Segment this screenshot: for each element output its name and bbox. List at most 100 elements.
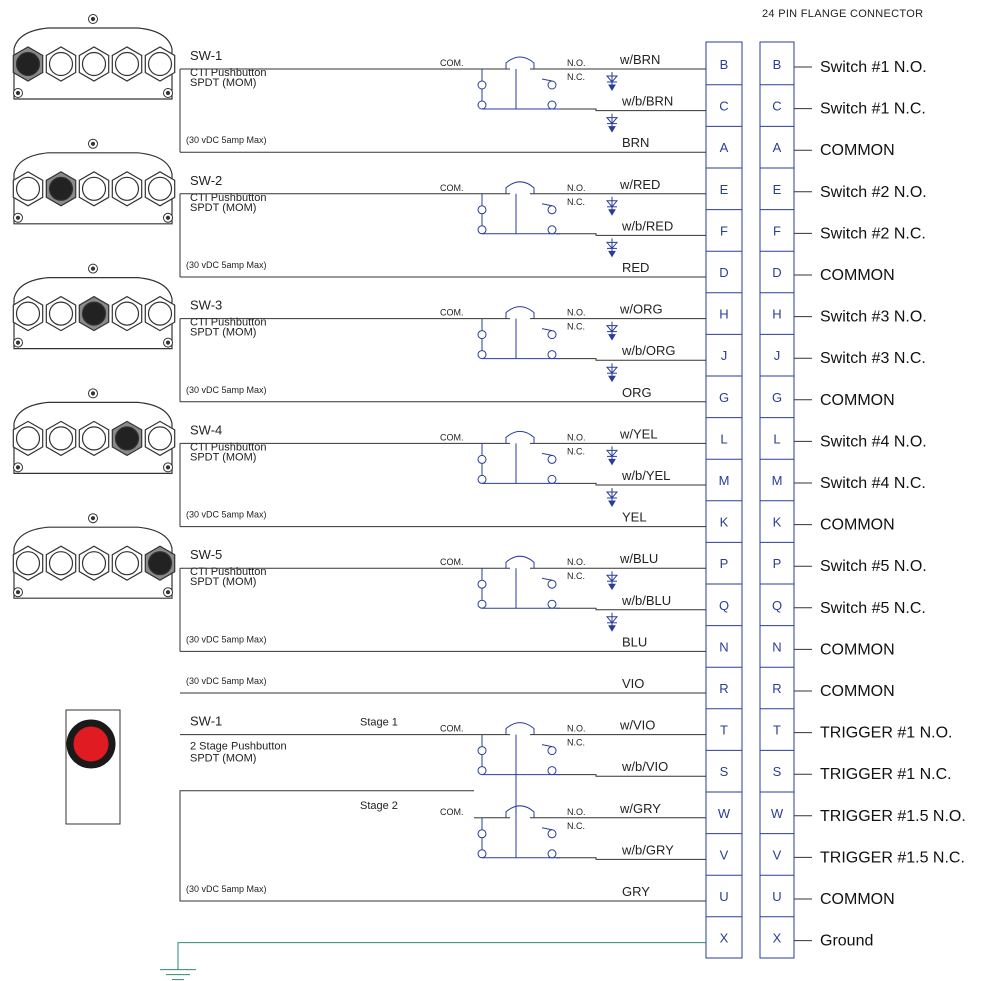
contact-right-bottom xyxy=(547,225,557,235)
nc-label: N.C. xyxy=(567,322,585,332)
pin-description: COMMON xyxy=(820,641,895,658)
no-wire-label: w/BLU xyxy=(619,551,658,566)
wiper xyxy=(541,328,553,332)
pin-label-left: F xyxy=(720,223,728,238)
diode-body xyxy=(605,75,619,83)
pin-label-right: E xyxy=(773,182,782,197)
connector-left-block xyxy=(705,41,743,959)
button-cap xyxy=(15,51,41,77)
button-cap xyxy=(114,301,140,326)
nc-wire xyxy=(560,233,706,236)
button-cap xyxy=(15,301,41,326)
button-cap xyxy=(48,301,74,326)
contact-right-bottom xyxy=(547,766,557,776)
trigger-bottom-rating: (30 vDC 5amp Max) xyxy=(186,884,267,894)
pushbutton-icon xyxy=(78,420,110,457)
pin-description: COMMON xyxy=(820,683,895,700)
stage1-nc-wire-label: w/b/VIO xyxy=(621,759,668,774)
pin-description: Switch #2 N.O. xyxy=(820,184,927,201)
pin-label-right: U xyxy=(772,889,781,904)
connector-right-block xyxy=(759,41,795,959)
pin-label-left: B xyxy=(720,57,729,72)
connector-title: 24 PIN FLANGE CONNECTOR xyxy=(762,8,923,20)
com-label: COM. xyxy=(440,58,464,68)
stage2-com-label: COM. xyxy=(440,807,464,817)
diode-arrow xyxy=(608,583,616,591)
screw-inner xyxy=(165,465,171,470)
pin-label-right: T xyxy=(773,723,781,738)
pin-label-left: V xyxy=(720,847,729,862)
pin-label-left: T xyxy=(720,723,728,738)
pin-label-left: R xyxy=(719,681,728,696)
diode-arrow xyxy=(608,250,616,258)
pushbutton-icon xyxy=(12,545,44,581)
screw-icon xyxy=(13,587,23,598)
button-cap xyxy=(48,426,74,451)
com-wire-label: BLU xyxy=(622,634,647,649)
diode-no xyxy=(605,446,619,466)
button-cap xyxy=(81,551,107,576)
button-panel-icon xyxy=(12,513,176,599)
com-label: COM. xyxy=(440,308,464,318)
stage2-label: Stage 2 xyxy=(360,800,398,812)
plunger-arch xyxy=(505,181,535,194)
diode-nc xyxy=(605,238,619,258)
pin-label-left: U xyxy=(719,889,728,904)
pushbutton-icon xyxy=(45,295,77,332)
pushbutton-icon xyxy=(12,171,44,207)
pin-label-left: J xyxy=(721,348,728,363)
pushbutton-icon xyxy=(144,295,176,332)
pin-description: COMMON xyxy=(820,267,895,284)
com-label: COM. xyxy=(440,183,464,193)
switch-title: SW-4 xyxy=(190,422,222,437)
diode-no xyxy=(605,72,619,91)
spdt-contact xyxy=(477,56,560,110)
no-label: N.O. xyxy=(567,557,586,567)
plunger-arch xyxy=(505,722,535,735)
stage2-contact xyxy=(477,805,560,859)
screw-icon xyxy=(88,138,98,149)
com-wire-label: ORG xyxy=(622,385,652,400)
pin-label-right: Q xyxy=(772,598,782,613)
trigger-top-rating: (30 vDC 5amp Max) xyxy=(186,676,267,686)
pin-description: Switch #1 N.C. xyxy=(820,101,926,118)
screw-inner xyxy=(90,266,96,271)
com-wire-label: YEL xyxy=(622,510,647,525)
diode-nc xyxy=(605,113,619,133)
pin-description: COMMON xyxy=(820,517,895,534)
nc-wire-label: w/b/RED xyxy=(621,218,673,233)
pin-description: Switch #1 N.O. xyxy=(820,59,927,76)
nc-label: N.C. xyxy=(567,72,585,82)
contact-left-bottom xyxy=(477,599,487,609)
button-cap xyxy=(147,301,173,326)
screw-inner xyxy=(15,340,21,345)
stage1-no-label: N.O. xyxy=(567,724,586,734)
diode-arrow xyxy=(608,84,616,91)
pin-description: Switch #3 N.O. xyxy=(820,309,927,326)
pin-label-right: B xyxy=(773,57,782,72)
wiper xyxy=(541,744,553,748)
gry-wire xyxy=(179,790,706,902)
nc-wire-label: w/b/BRN xyxy=(621,94,673,109)
button-panel-icon xyxy=(12,263,176,350)
screw-icon xyxy=(13,88,23,98)
screw-icon xyxy=(88,513,98,524)
pushbutton-icon xyxy=(111,545,143,581)
screw-inner xyxy=(90,16,96,22)
pin-description: Ground xyxy=(820,933,873,950)
pin-label-right: D xyxy=(772,265,781,280)
no-wire-label: w/ORG xyxy=(619,302,663,317)
button-cap xyxy=(15,551,41,576)
screw-icon xyxy=(88,388,98,399)
diode-no xyxy=(605,321,619,341)
com-wire-label: BRN xyxy=(622,135,649,150)
gry-wire-label: GRY xyxy=(622,884,650,899)
